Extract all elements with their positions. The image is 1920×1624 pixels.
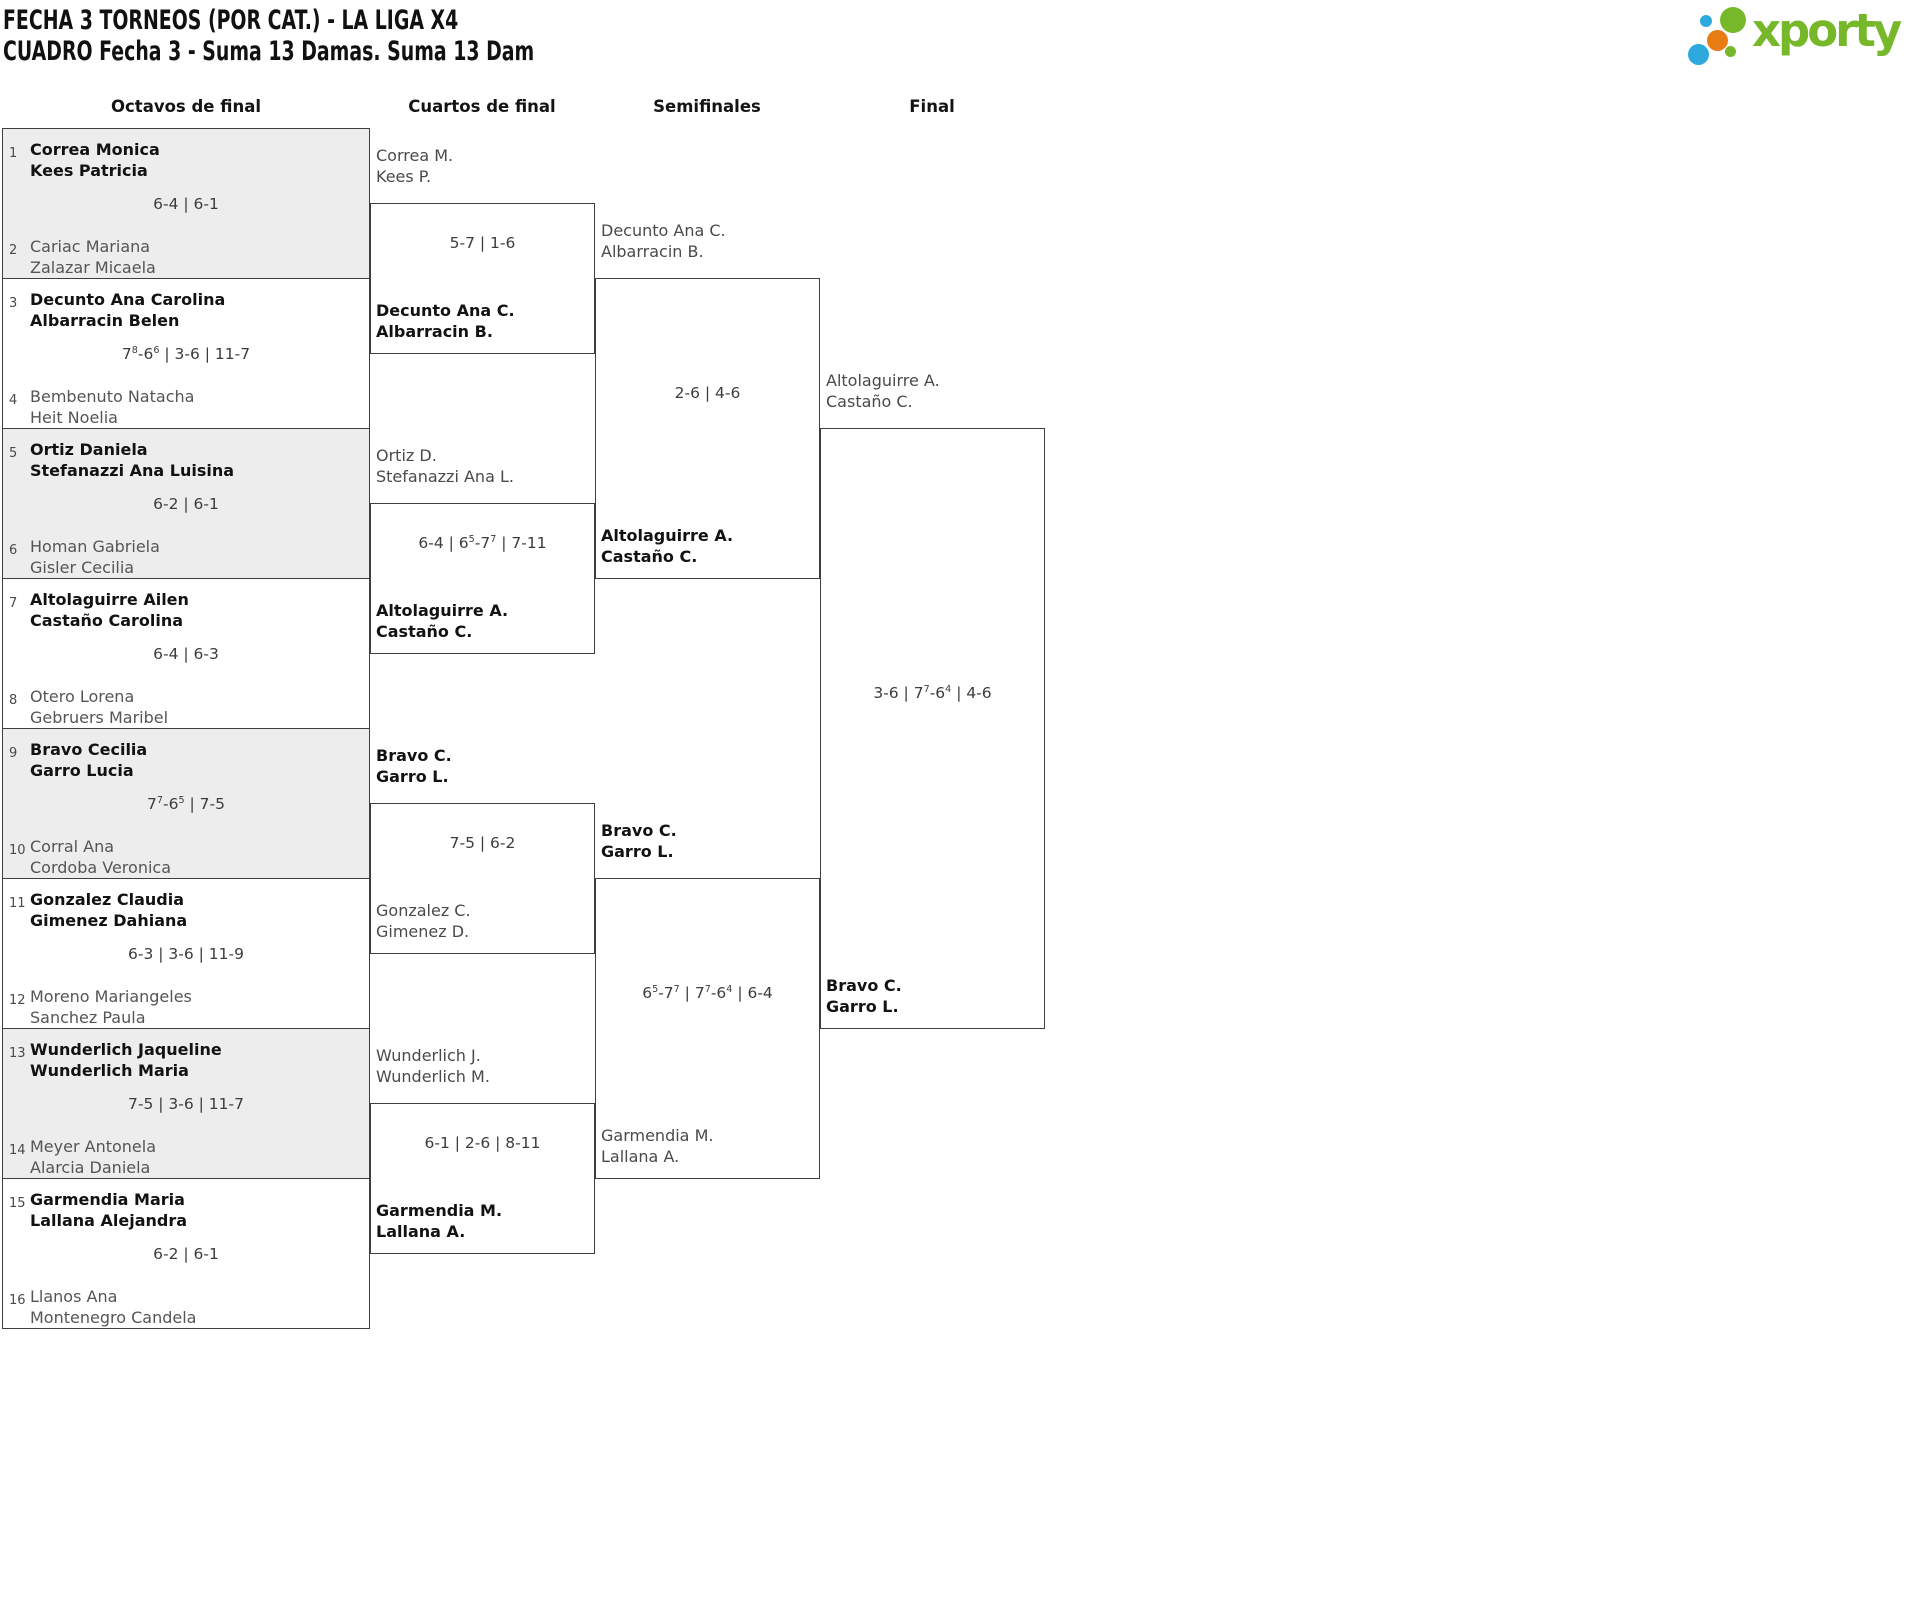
match-score: 2-6 | 4-6: [674, 384, 741, 402]
match-score: 3-6 | 77-64 | 4-6: [873, 683, 992, 702]
cuartos-team-entry-top: Wunderlich J.Wunderlich M.: [376, 1046, 490, 1086]
seed-number: 15: [9, 1196, 26, 1211]
seed-number: 14: [9, 1143, 26, 1158]
cuartos-match-box: 7-5 | 6-2: [370, 803, 595, 954]
semifinales-team-entry-bottom: Garmendia M.Lallana A.: [601, 1126, 714, 1166]
logo-dot-green-small-icon: [1725, 46, 1736, 57]
match-score: 78-66 | 3-6 | 11-7: [121, 344, 251, 363]
cuartos-team-entry-top: Correa M.Kees P.: [376, 146, 454, 186]
cuartos-match-box: 6-4 | 65-77 | 7-11: [370, 503, 595, 654]
logo-dot-blue-small-icon: [1700, 15, 1712, 27]
cuartos-team-entry-bottom: Garmendia M.Lallana A.: [376, 1201, 503, 1241]
final-team-entry-top: Altolaguirre A.Castaño C.: [826, 371, 940, 411]
round-header-final: Final: [909, 97, 955, 116]
logo-dot-green-big-icon: [1720, 7, 1746, 33]
round-header-octavos: Octavos de final: [111, 97, 261, 116]
seed-number: 5: [9, 446, 18, 461]
round-header-cuartos: Cuartos de final: [408, 97, 556, 116]
seed-number: 3: [9, 296, 18, 311]
page-title: FECHA 3 TORNEOS (POR CAT.) - LA LIGA X4: [3, 5, 459, 36]
round-header-semifinales: Semifinales: [653, 97, 761, 116]
match-score: 6-2 | 6-1: [153, 1245, 219, 1263]
semifinales-match-box: 2-6 | 4-6: [595, 278, 820, 579]
cuartos-match-box: 5-7 | 1-6: [370, 203, 595, 354]
cuartos-match-box: 6-1 | 2-6 | 8-11: [370, 1103, 595, 1254]
seed-number: 10: [9, 843, 26, 858]
match-score: 6-1 | 2-6 | 8-11: [424, 1134, 541, 1152]
page-subtitle: CUADRO Fecha 3 - Suma 13 Damas. Suma 13 …: [3, 36, 535, 67]
cuartos-team-entry-top: Ortiz D.Stefanazzi Ana L.: [376, 446, 514, 486]
seed-number: 16: [9, 1293, 26, 1308]
match-score: 7-5 | 3-6 | 11-7: [128, 1095, 244, 1113]
semifinales-match-box: 65-77 | 77-64 | 6-4: [595, 878, 820, 1179]
seed-number: 12: [9, 993, 26, 1008]
match-score: 6-4 | 6-1: [153, 195, 219, 213]
seed-number: 2: [9, 243, 18, 258]
match-score: 65-77 | 77-64 | 6-4: [642, 983, 773, 1002]
match-score: 6-4 | 65-77 | 7-11: [418, 533, 547, 552]
match-score: 6-3 | 3-6 | 11-9: [128, 945, 244, 963]
seed-number: 7: [9, 596, 18, 611]
semifinales-team-entry-top: Decunto Ana C.Albarracin B.: [601, 221, 726, 261]
semifinales-team-entry-top: Bravo C.Garro L.: [601, 821, 677, 861]
final-team-entry-bottom: Bravo C.Garro L.: [826, 976, 902, 1016]
match-score: 7-5 | 6-2: [449, 834, 516, 852]
seed-number: 11: [9, 896, 26, 911]
seed-number: 6: [9, 543, 18, 558]
cuartos-team-entry-top: Bravo C.Garro L.: [376, 746, 452, 786]
logo-dot-orange-icon: [1707, 30, 1728, 51]
seed-number: 9: [9, 746, 18, 761]
final-match-box: 3-6 | 77-64 | 4-6: [820, 428, 1045, 1029]
match-score: 6-2 | 6-1: [153, 495, 219, 513]
cuartos-team-entry-bottom: Gonzalez C.Gimenez D.: [376, 901, 471, 941]
match-score: 77-65 | 7-5: [147, 794, 225, 813]
cuartos-team-entry-bottom: Decunto Ana C.Albarracin B.: [376, 301, 515, 341]
seed-number: 1: [9, 146, 18, 161]
seed-number: 13: [9, 1046, 26, 1061]
logo-wordmark: xporty: [1752, 4, 1902, 57]
page-header: FECHA 3 TORNEOS (POR CAT.) - LA LIGA X4 …: [3, 5, 534, 67]
seed-number: 4: [9, 393, 18, 408]
xporty-logo: xporty: [1678, 0, 1920, 72]
logo-dot-blue-big-icon: [1688, 44, 1709, 65]
seed-number: 8: [9, 693, 18, 708]
cuartos-team-entry-bottom: Altolaguirre A.Castaño C.: [376, 601, 509, 641]
semifinales-team-entry-bottom: Altolaguirre A.Castaño C.: [601, 526, 734, 566]
match-score: 5-7 | 1-6: [449, 234, 516, 252]
match-score: 6-4 | 6-3: [153, 645, 219, 663]
